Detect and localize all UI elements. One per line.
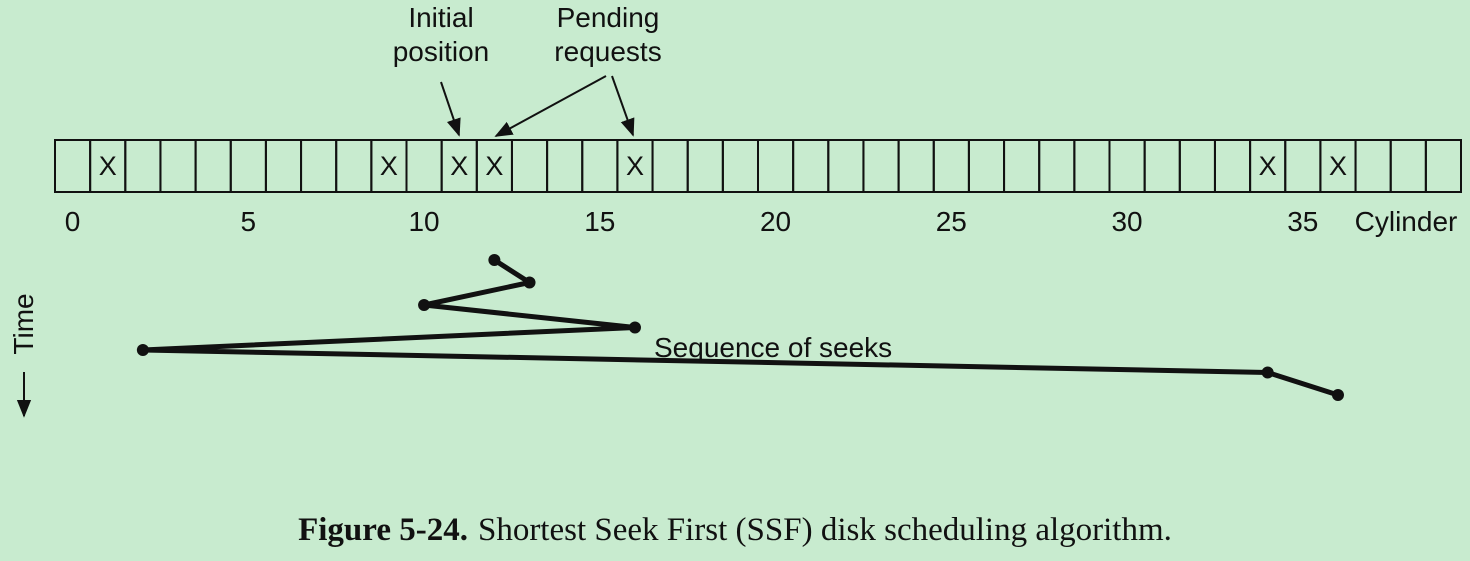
cylinder-cell-4 — [194, 139, 232, 193]
cylinder-cell-2 — [124, 139, 162, 193]
seek-point-5 — [1261, 366, 1274, 379]
cylinder-cell-25 — [932, 139, 970, 193]
cylinder-cell-23 — [862, 139, 900, 193]
time-label: Time — [8, 293, 39, 354]
cylinder-cell-29 — [1073, 139, 1111, 193]
figure-number: Figure 5-24. — [298, 512, 468, 548]
tick-label-0: 0 — [65, 206, 81, 237]
cylinder-tick-labels: 0 5 10 15 20 25 30 35 — [65, 206, 1319, 237]
seek-point-1 — [523, 276, 536, 289]
cylinder-cell-6 — [264, 139, 303, 193]
cylinder-cell-13 — [510, 139, 549, 193]
tick-label-30: 30 — [1111, 206, 1142, 237]
tick-label-10: 10 — [408, 206, 439, 237]
cylinder-cell-28 — [1038, 139, 1076, 193]
cylinder-cell-15 — [581, 139, 619, 193]
pending-requests-label-line1: Pending — [557, 2, 660, 33]
cylinder-cell-14 — [546, 139, 584, 193]
cylinder-cell-30 — [1108, 139, 1146, 193]
seek-sequence-label: Sequence of seeks — [654, 332, 892, 363]
cylinder-cell-32 — [1178, 139, 1216, 193]
pending-requests-arrow-right — [611, 75, 635, 137]
request-mark-9: X — [380, 151, 398, 181]
seek-point-4 — [136, 344, 149, 356]
request-mark-1: X — [99, 151, 117, 181]
tick-label-15: 15 — [584, 206, 615, 237]
tick-label-5: 5 — [241, 206, 257, 237]
seek-path — [136, 254, 1344, 401]
request-mark-16: X — [626, 151, 644, 181]
cylinder-cell-19 — [721, 139, 759, 193]
figure-caption-text: Shortest Seek First (SSF) disk schedulin… — [477, 512, 1172, 548]
pending-requests-label-line2: requests — [554, 36, 661, 67]
initial-position-label-line1: Initial — [408, 2, 473, 33]
cylinder-cell-38 — [1389, 139, 1427, 193]
cylinder-cell-17 — [651, 139, 689, 193]
request-mark-11: X — [450, 151, 468, 181]
initial-position-arrow — [440, 81, 461, 137]
cylinder-cell-33 — [1213, 139, 1252, 193]
cylinder-cell-21 — [792, 139, 830, 193]
tick-label-20: 20 — [760, 206, 791, 237]
seek-point-6 — [1331, 389, 1344, 401]
seek-point-2 — [418, 299, 431, 311]
cylinder-cell-31 — [1143, 139, 1181, 193]
seek-point-3 — [628, 321, 641, 334]
cylinder-cell-10 — [405, 139, 443, 193]
cylinder-cell-7 — [300, 139, 338, 193]
cylinder-cell-5 — [229, 139, 267, 193]
cylinder-cell-0 — [54, 139, 92, 193]
initial-position-label-line2: position — [393, 36, 490, 67]
cylinder-cell-24 — [897, 139, 935, 193]
request-mark-12: X — [485, 151, 503, 181]
request-mark-34: X — [1259, 151, 1277, 181]
tick-label-25: 25 — [936, 206, 967, 237]
cylinder-cell-37 — [1354, 139, 1392, 193]
pending-requests-arrow-left — [494, 75, 607, 137]
cylinder-axis-title: Cylinder — [1355, 206, 1458, 237]
tick-label-35: 35 — [1287, 206, 1318, 237]
seek-polyline — [140, 257, 1339, 398]
cylinder-cell-27 — [1003, 139, 1041, 193]
cylinder-cell-39 — [1424, 139, 1462, 193]
figure-caption: Figure 5-24.Shortest Seek First (SSF) di… — [0, 512, 1470, 549]
cylinder-cell-20 — [757, 139, 795, 193]
seek-point-0 — [488, 254, 501, 266]
cylinder-cell-26 — [967, 139, 1006, 193]
request-mark-36: X — [1329, 151, 1347, 181]
cylinder-cell-18 — [686, 139, 724, 193]
cylinder-cell-8 — [335, 139, 373, 193]
cylinder-cell-3 — [159, 139, 197, 193]
cylinder-cell-35 — [1284, 139, 1322, 193]
cylinder-cell-22 — [827, 139, 865, 193]
